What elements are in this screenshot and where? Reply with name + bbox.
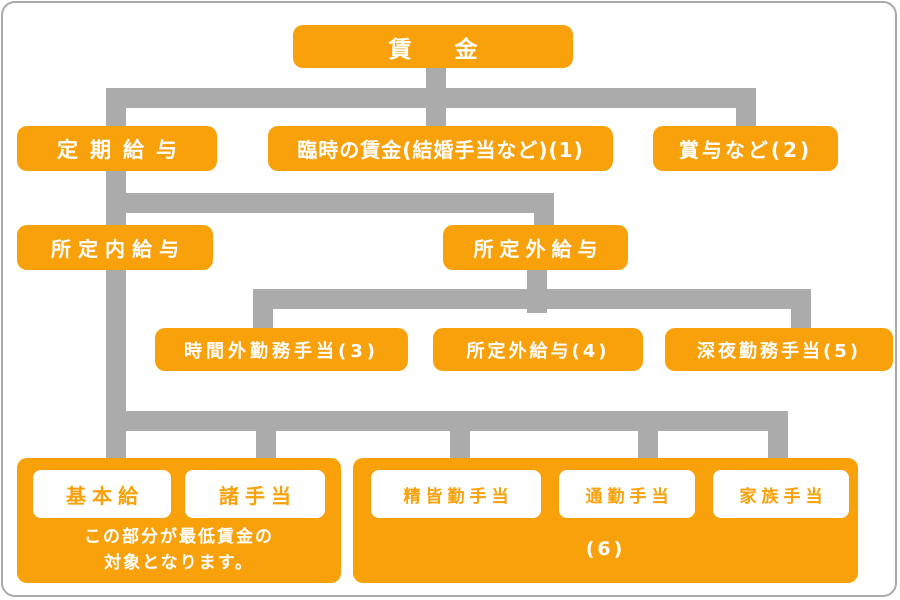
connector-to-kazoku [768,411,788,460]
group-allowances: 精皆勤手当 通勤手当 家族手当 (6) [353,458,858,583]
node-chingin-label: 賃 金 [388,36,488,63]
node-teiki-kyuyo-label: 定期給与 [57,137,189,162]
node-tsukin-teate: 通勤手当 [559,470,695,518]
connector-to-shoyo [736,88,756,128]
node-shoteate-label: 諸手当 [219,483,297,508]
connector-to-seikaikin [450,411,470,460]
node-tsukin-teate-label: 通勤手当 [585,486,674,507]
node-teiki-kyuyo: 定期給与 [17,126,217,171]
node-rinji-chingin-label: 臨時の賃金(結婚手当など)(1) [297,138,584,162]
node-shinya-kinmu-teate-label: 深夜勤務手当(5) [697,340,861,362]
node-jikangai-kinmu-teate: 時間外勤務手当(3) [155,328,408,371]
node-seikaikin-teate-label: 精皆勤手当 [403,486,514,507]
minimum-wage-note-line1: この部分が最低賃金の [84,527,274,547]
node-shoyo-nado: 賞与など(2) [653,126,838,171]
minimum-wage-note: この部分が最低賃金の 対象となります。 [17,524,341,576]
node-kazoku-teate-label: 家族手当 [739,486,828,507]
node-shoteinai-kyuyo-label: 所定内給与 [51,237,186,261]
node-shoteigai-kyuyo-label: 所定外給与 [473,237,604,261]
minimum-wage-note-line2: 対象となります。 [104,553,254,573]
node-shoteate: 諸手当 [185,470,325,518]
node-shoteigai-kyuyo-4-label: 所定外給与(4) [466,340,610,362]
connector-level3-horizontal [253,289,811,309]
connector-to-shoteigai [534,193,554,227]
node-shoteigai-kyuyo-4: 所定外給与(4) [433,328,643,371]
connector-level4-horizontal [106,411,788,431]
connector-to-tsukin [638,411,658,460]
connector-to-jikangai [253,289,273,330]
node-kihonkyu: 基本給 [33,470,171,518]
connector-to-shoteate [256,411,276,460]
node-kihonkyu-label: 基本給 [66,483,144,508]
node-seikaikin-teate: 精皆勤手当 [371,470,541,518]
node-shoteigai-kyuyo: 所定外給与 [443,225,628,270]
node-shinya-kinmu-teate: 深夜勤務手当(5) [665,328,893,371]
connector-level1-horizontal [106,88,756,108]
allowance-group-number: (6) [585,538,626,560]
connector-to-teiki [106,88,126,128]
connector-level2-horizontal [106,193,554,213]
node-chingin: 賃 金 [293,25,573,68]
node-rinji-chingin: 臨時の賃金(結婚手当など)(1) [268,126,613,171]
group-minimum-wage: 基本給 諸手当 この部分が最低賃金の 対象となります。 [17,458,341,583]
node-kazoku-teate: 家族手当 [713,470,849,518]
node-shoteinai-kyuyo: 所定内給与 [17,225,213,270]
node-shoyo-nado-label: 賞与など(2) [678,138,813,162]
connector-to-shinya [791,289,811,330]
node-jikangai-kinmu-teate-label: 時間外勤務手当(3) [184,340,379,362]
connector-shoteinai-down [106,268,126,460]
